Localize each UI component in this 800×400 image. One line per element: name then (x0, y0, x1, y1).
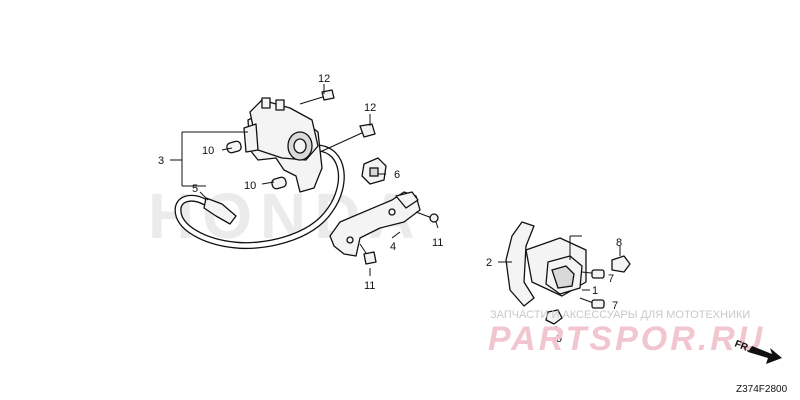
arrow-icon (748, 346, 782, 364)
callout-10-lower: 10 (244, 180, 256, 192)
callout-12-middle: 12 (364, 102, 376, 114)
grommet (361, 157, 387, 185)
brand-logo: PARTSPOR.RU (488, 320, 765, 358)
callout-7-lower: 7 (612, 300, 618, 312)
solenoid-assembly (174, 89, 376, 250)
callout-7-upper: 7 (608, 273, 614, 285)
leader-lines (170, 84, 621, 333)
callout-12-top: 12 (318, 73, 330, 85)
callout-11-right: 11 (432, 237, 443, 249)
callout-6: 6 (394, 169, 400, 181)
bracket-assembly (329, 191, 439, 265)
diagram-code: Z374F2800 (736, 384, 788, 395)
callout-3: 3 (158, 155, 164, 167)
callout-10-upper: 10 (202, 145, 214, 157)
callout-8: 8 (616, 237, 622, 249)
callout-5: 5 (192, 183, 198, 195)
callout-2: 2 (486, 257, 492, 269)
callout-11-bottom: 11 (364, 280, 375, 292)
brand-tagline: ЗАПЧАСТИ И АКСЕССУАРЫ ДЛЯ МОТОТЕХНИКИ (490, 309, 750, 321)
actuator-assembly (505, 221, 631, 325)
callout-1: 1 (592, 285, 598, 297)
callouts: 12 12 3 10 10 5 6 4 11 11 2 8 7 1 7 9 (158, 73, 622, 345)
callout-9: 9 (556, 333, 562, 345)
callout-4: 4 (390, 241, 396, 253)
